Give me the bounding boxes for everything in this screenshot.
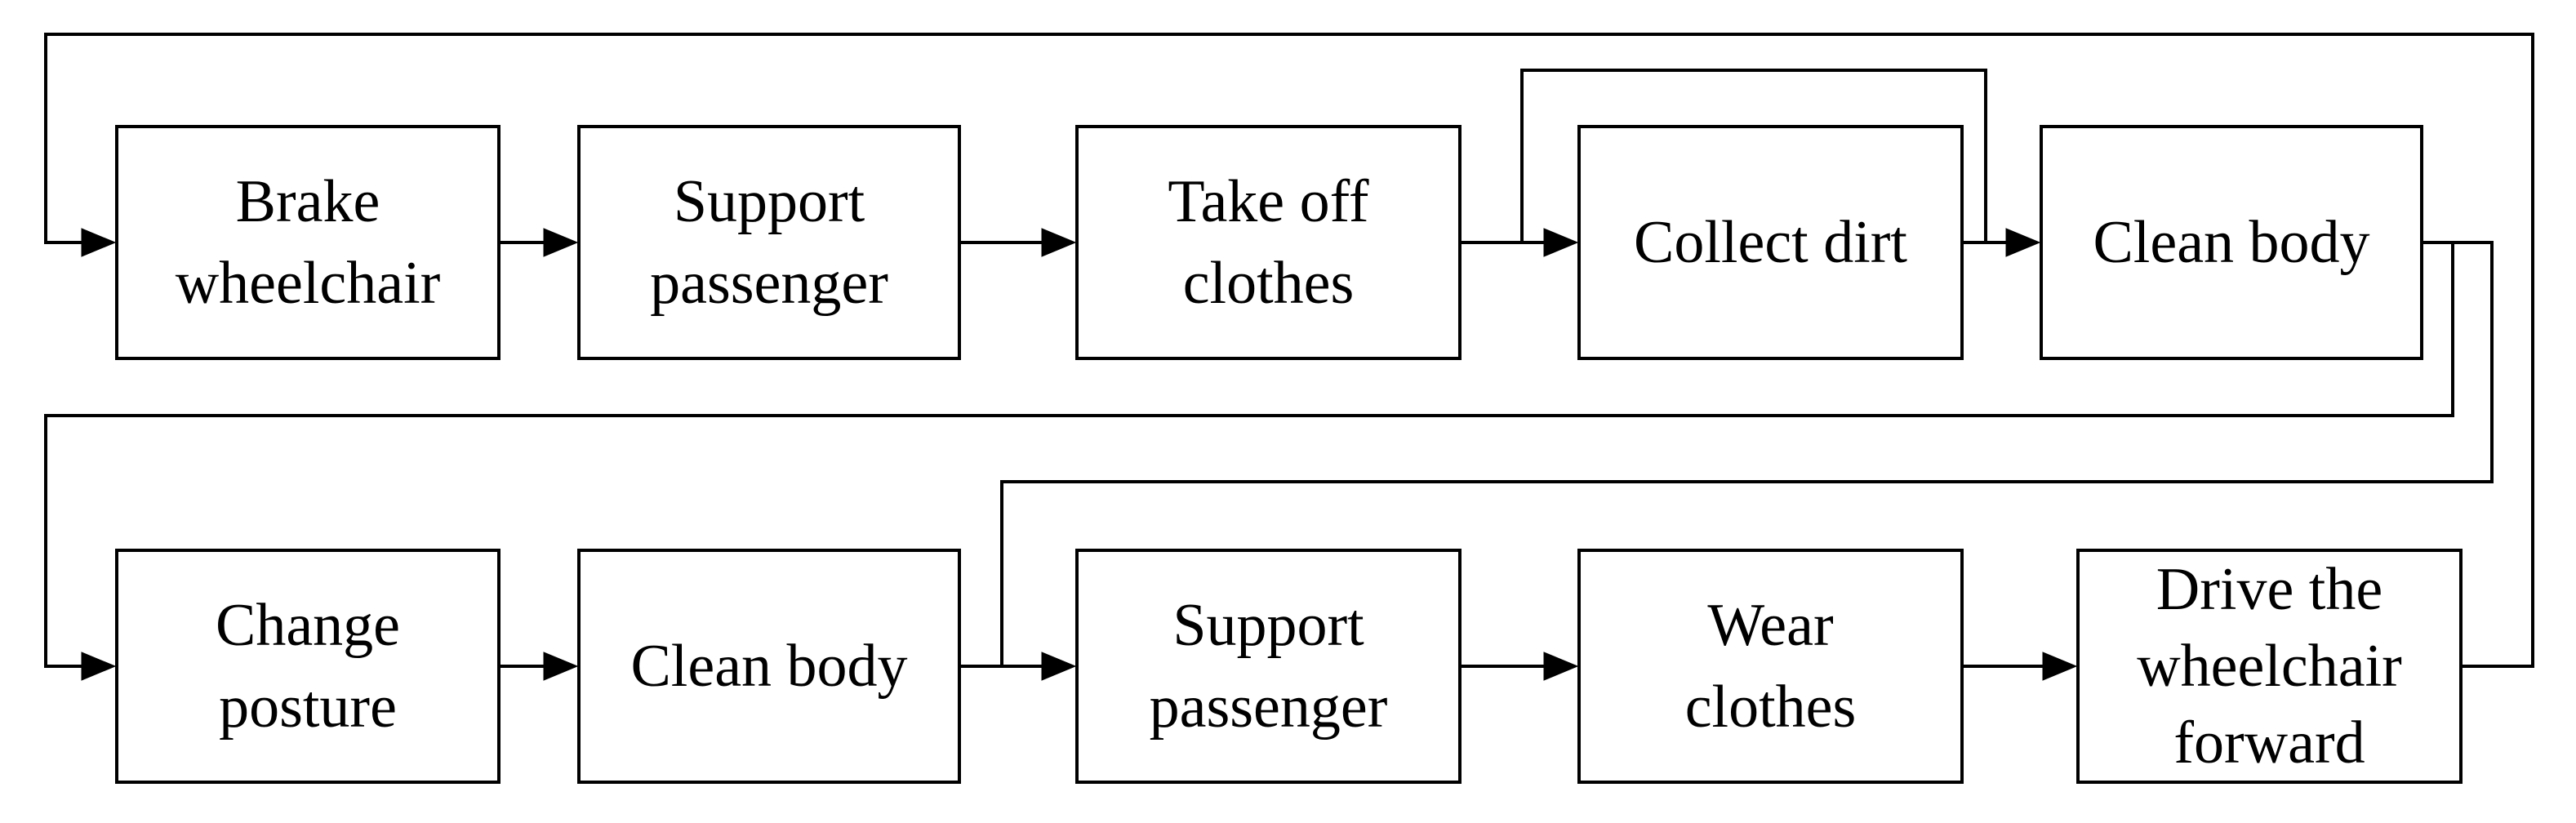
arrowhead [2005, 228, 2041, 257]
connector-loop-return [44, 33, 2534, 668]
arrowhead [81, 652, 117, 681]
step-label-line: Change [215, 592, 401, 659]
step-label: Clean body [2093, 202, 2369, 283]
step-label-line: clothes [1182, 250, 1355, 317]
step-change-posture: Change posture [115, 549, 501, 784]
step-support-passenger-second: Support passenger [1075, 549, 1462, 784]
arrowhead [1041, 652, 1077, 681]
arrowhead [1543, 652, 1579, 681]
step-label-line: passenger [650, 250, 888, 317]
step-label: Brake wheelchair [176, 161, 441, 324]
step-clean-body-second: Clean body [577, 549, 961, 784]
step-label-line: posture [219, 674, 397, 741]
arrowhead [81, 228, 117, 257]
step-support-passenger: Support passenger [577, 125, 961, 360]
step-label: Support passenger [1150, 585, 1388, 748]
connector-3-5-bypass [1520, 69, 1987, 242]
step-label-line: passenger [1149, 674, 1388, 741]
step-label: Change posture [216, 585, 400, 748]
arrowhead [543, 652, 579, 681]
step-label-line: Brake [235, 168, 380, 235]
step-label-line: Support [1172, 592, 1364, 659]
step-collect-dirt: Collect dirt [1577, 125, 1964, 360]
arrowhead [1543, 228, 1579, 257]
connector-5-6 [44, 241, 2454, 668]
step-label-line: Clean body [2093, 209, 2370, 276]
step-label-line: wheelchair [175, 250, 441, 317]
arrowhead [543, 228, 579, 257]
step-label-line: clothes [1684, 674, 1857, 741]
step-clean-body: Clean body [2040, 125, 2423, 360]
step-label: Clean body [630, 625, 907, 707]
step-label: Wear clothes [1685, 585, 1857, 748]
step-label-line: Support [673, 168, 865, 235]
arrowhead [2042, 652, 2078, 681]
arrowhead [1041, 228, 1077, 257]
step-label: Take off clothes [1168, 161, 1368, 324]
step-label-line: wheelchair [2137, 633, 2402, 700]
step-label: Drive the wheelchair forward [2137, 551, 2402, 781]
step-label-line: Take off [1168, 168, 1369, 235]
step-label: Support passenger [650, 161, 888, 324]
step-label-line: forward [2173, 710, 2365, 776]
step-label-line: Drive the [2156, 556, 2383, 623]
step-brake-wheelchair: Brake wheelchair [115, 125, 501, 360]
step-label-line: Clean body [630, 633, 908, 700]
connector-5-8 [1000, 241, 2494, 666]
step-take-off-clothes: Take off clothes [1075, 125, 1462, 360]
step-label-line: Collect dirt [1634, 209, 1907, 276]
step-wear-clothes: Wear clothes [1577, 549, 1964, 784]
step-drive-wheelchair-forward: Drive the wheelchair forward [2076, 549, 2463, 784]
step-label: Collect dirt [1634, 202, 1907, 283]
step-label-line: Wear [1707, 592, 1834, 659]
